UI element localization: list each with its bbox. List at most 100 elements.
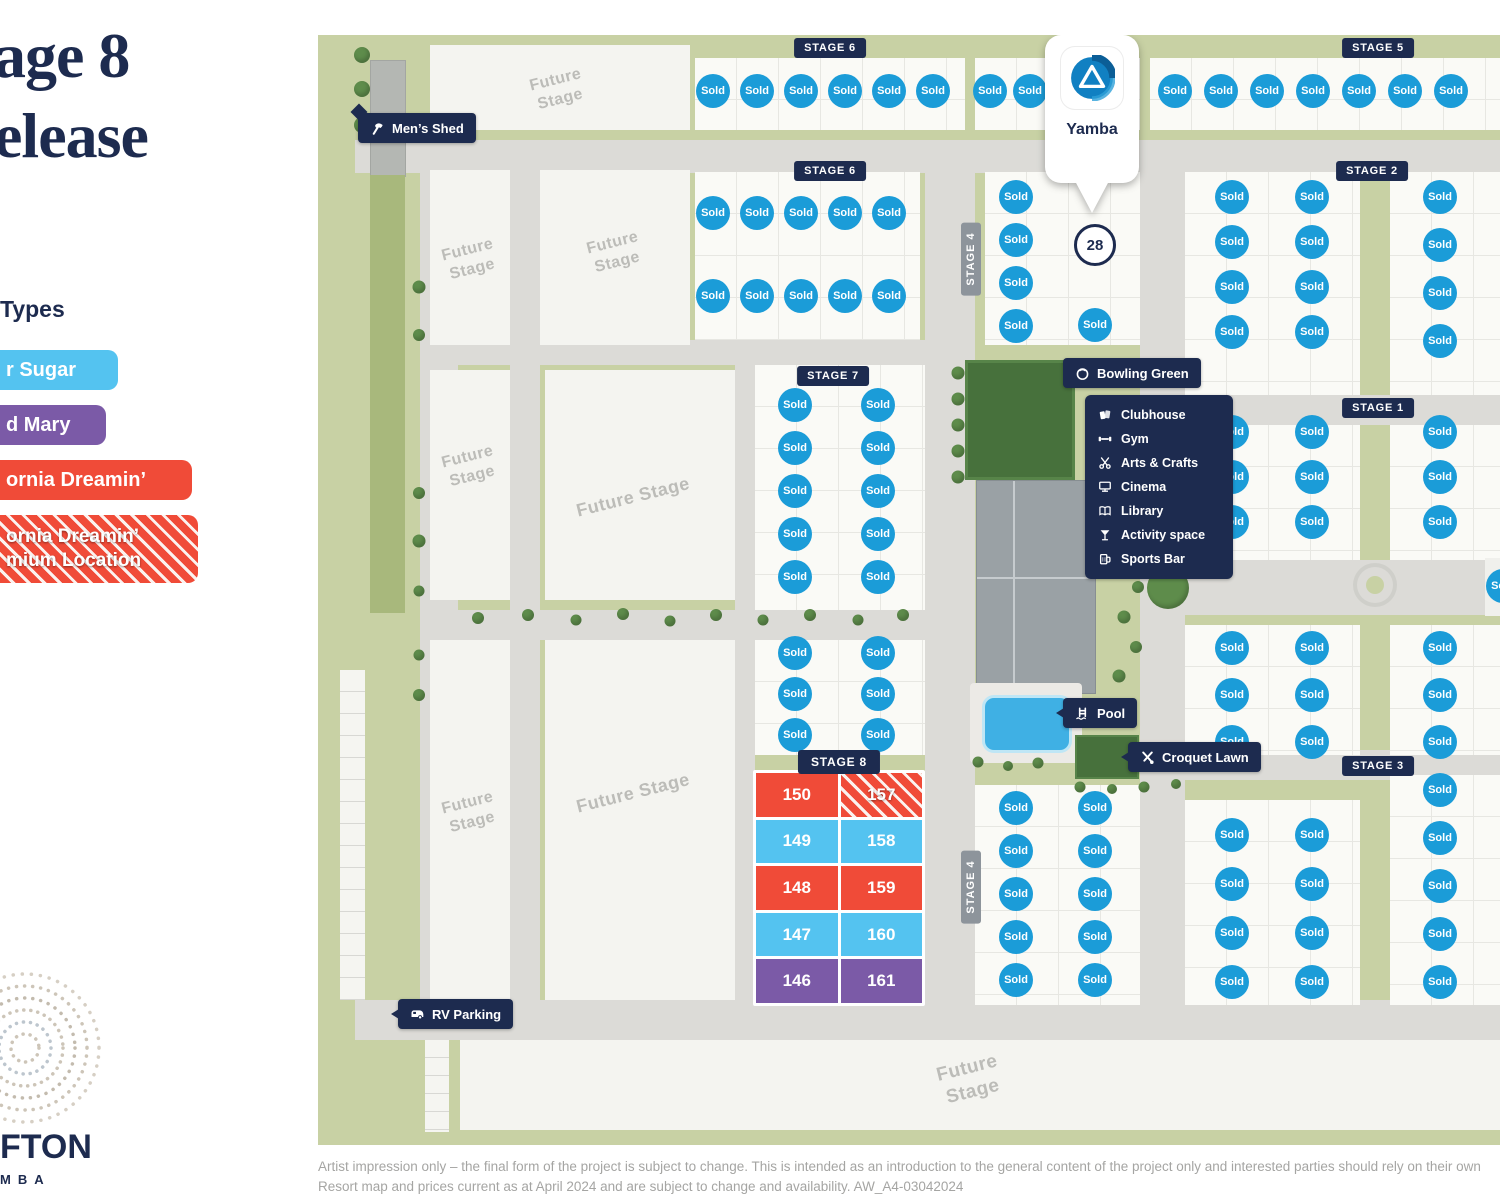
amenity-activity-space: Activity space	[1085, 523, 1233, 547]
sold-lot-marker: Sold	[872, 196, 906, 230]
sold-lot-marker: Sold	[1158, 74, 1192, 108]
beer-glass-icon	[1099, 553, 1111, 565]
lot-block	[985, 172, 1140, 345]
sold-lot-marker: Sold	[999, 834, 1033, 868]
tree	[617, 608, 629, 620]
sold-lot-marker: Sold	[1250, 74, 1284, 108]
sold-lot-marker: Sold	[784, 279, 818, 313]
amenity-cinema: Cinema	[1085, 475, 1233, 499]
scissors-icon	[1099, 457, 1111, 469]
rv-parking-bays	[340, 670, 365, 1000]
sold-lot-marker: Sold	[778, 474, 812, 508]
sold-lot-marker: Sold	[861, 431, 895, 465]
road	[355, 1000, 1500, 1040]
dumbbell-icon	[1098, 436, 1112, 442]
sold-lot-marker: Sold	[1295, 180, 1329, 214]
sold-lot-marker: Sold	[1296, 74, 1330, 108]
tree	[1112, 669, 1126, 683]
brand-name: FTON	[0, 1128, 92, 1166]
page-title: age 8 elease	[0, 16, 149, 176]
stage8-lot-160: 160	[840, 912, 922, 957]
grass-verge	[370, 175, 405, 613]
pool-ladder-icon	[1076, 706, 1087, 720]
tree	[522, 609, 534, 621]
legend-item-blue: r Sugar	[0, 350, 118, 390]
lot-block	[1185, 625, 1360, 755]
page-title-line2: elease	[0, 100, 149, 171]
open-book-icon	[1099, 506, 1111, 516]
tree	[413, 585, 425, 597]
tree	[570, 614, 582, 626]
sold-lot-marker: Sold	[784, 74, 818, 108]
sold-lot-marker: Sold	[778, 431, 812, 465]
tree	[1171, 779, 1181, 789]
bowling-green-lawn	[965, 360, 1075, 480]
amenity-label: Cinema	[1121, 480, 1167, 494]
sold-lot-marker: Sold	[1215, 225, 1249, 259]
tree	[1032, 757, 1044, 769]
sold-lot-marker: Sold	[696, 279, 730, 313]
stage8-lot-148: 148	[756, 866, 838, 910]
sold-lot-marker: Sold	[1388, 74, 1422, 108]
sold-lot-marker: Sold	[861, 474, 895, 508]
legend-item-red: ornia Dreamin’	[0, 460, 192, 500]
yamba-logo	[1061, 47, 1123, 109]
tree	[951, 418, 965, 432]
legend-item-red-hatch: ornia Dreamin’ mium Location	[0, 515, 198, 583]
sold-lot-marker: Sold	[778, 677, 812, 711]
sold-lot-marker: Sold	[1295, 867, 1329, 901]
sold-lot-marker: Sold	[1295, 505, 1329, 539]
bowls-ball-icon	[1076, 367, 1089, 380]
sold-lot-marker: Sold	[999, 920, 1033, 954]
future-stage-block	[540, 170, 690, 345]
sold-lot-marker: Sold	[999, 309, 1033, 343]
sold-lot-marker: Sold	[1423, 773, 1457, 807]
tree	[951, 366, 965, 380]
tree	[951, 470, 965, 484]
tree	[852, 614, 864, 626]
tree	[804, 609, 816, 621]
parking-bays	[425, 1040, 449, 1132]
sold-lot-marker: Sold	[861, 388, 895, 422]
stage8-lot-159: 159	[840, 866, 922, 910]
amenity-sports-bar: Sports Bar	[1085, 547, 1233, 571]
sold-lot-marker: Sold	[778, 636, 812, 670]
stage-tag: STAGE 6	[794, 38, 866, 58]
stage-tag: STAGE 2	[1336, 161, 1408, 181]
sold-lot-marker: Sold	[1434, 74, 1468, 108]
sold-lot-marker: Sold	[1423, 180, 1457, 214]
stage-tag: STAGE 7	[797, 366, 869, 386]
sold-lot-marker: Sold	[1423, 631, 1457, 665]
yamba-location-pin: Yamba	[1045, 35, 1139, 215]
tree	[354, 81, 370, 97]
roundabout	[1353, 563, 1397, 607]
tree	[413, 487, 425, 499]
sold-lot-marker: Sold	[1215, 916, 1249, 950]
tree	[951, 392, 965, 406]
lot-28-marker: 28	[1074, 224, 1116, 266]
amenity-label: Library	[1121, 504, 1164, 518]
amenity-library: Library	[1085, 499, 1233, 523]
sold-lot-marker: Sold	[1078, 963, 1112, 997]
tree	[412, 534, 426, 548]
tree	[1107, 784, 1117, 794]
sold-lot-marker: Sold	[1215, 678, 1249, 712]
future-stage-block	[460, 1040, 1500, 1130]
brand-location: MBA	[0, 1172, 51, 1187]
stage-tag: STAGE 4	[961, 850, 981, 924]
sold-lot-marker: Sold	[1295, 678, 1329, 712]
road	[510, 170, 540, 1000]
sold-lot-marker: Sold	[1215, 818, 1249, 852]
stage8-lot-157: 157	[840, 773, 922, 817]
amenity-label: Clubhouse	[1121, 408, 1186, 422]
sold-lot-marker: Sold	[828, 74, 862, 108]
sold-lot-marker: Sold	[1013, 74, 1047, 108]
caravan-icon	[411, 1009, 424, 1019]
page-title-line1: age 8	[0, 20, 130, 91]
sold-lot-marker: Sold	[872, 74, 906, 108]
cinema-screen-icon	[1099, 481, 1111, 492]
sold-lot-marker: Sold	[696, 196, 730, 230]
sold-lot-marker: Sold	[1295, 725, 1329, 759]
pool-label: Pool	[1097, 705, 1126, 721]
pool-callout: Pool	[1055, 698, 1138, 728]
